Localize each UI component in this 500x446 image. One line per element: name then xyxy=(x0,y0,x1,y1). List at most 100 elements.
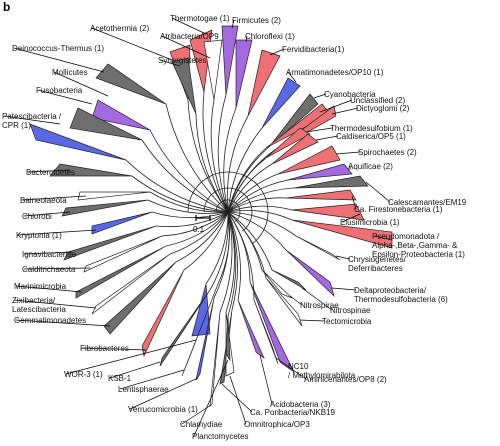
clade-wedge-tectomicrobia xyxy=(265,277,303,327)
clade-label-fibrobacteres: Fibrobacteres xyxy=(80,344,129,353)
clade-label-fervidibacteria-1: Fervidibacteria(1) xyxy=(282,45,345,54)
tree-branch-fervidibacteria-1 xyxy=(226,115,249,213)
clade-wedge-nitrospirae xyxy=(261,269,293,299)
leader-line-lentisphaerae xyxy=(119,369,185,390)
clade-label-gemmatimonadetes: Gemmatimonadetes xyxy=(14,316,87,325)
leader-line-planctomycetes xyxy=(193,359,229,437)
clade-wedge-aminicenantes-op8-2 xyxy=(253,299,279,365)
leader-line-spirochaetes-2 xyxy=(335,151,361,155)
tree-branch-balneolaeota xyxy=(149,191,229,213)
clade-wedge-spirochaetes-2 xyxy=(277,145,341,175)
clade-label-aquificae-2: Aquificae (2) xyxy=(348,162,393,171)
clade-label-firmicutes-2: Firmicutes (2) xyxy=(232,16,281,25)
leader-line-nitrospinae xyxy=(301,287,333,311)
leader-line-bacteroidetes xyxy=(27,169,71,173)
clade-label-dictyoglomi-2: Dictyoglomi (2) xyxy=(356,104,410,113)
panel-label: b xyxy=(3,0,11,14)
clade-label-mollicutes: Mollicutes xyxy=(52,68,88,77)
leader-line-pseudomonadota xyxy=(373,235,393,241)
tree-branch-planctomycetes xyxy=(227,211,237,317)
clade-label-chlamydiae: Chlamydiae xyxy=(180,420,223,429)
leader-line-elusimicrobia-1 xyxy=(341,213,361,223)
clade-label-acidobacteria-3: Acidobacteria (3) xyxy=(270,400,331,409)
leader-line-armatimonadetes-op10-1 xyxy=(287,71,297,83)
tree-branch-spirochaetes-2 xyxy=(227,173,279,213)
clade-label-synergistetes: Synergistetes xyxy=(158,56,207,65)
clade-label-chlorobi: Chlorobi xyxy=(22,212,52,221)
leader-line-ksb-1 xyxy=(109,361,161,379)
leader-line-gemmatimonadetes xyxy=(15,319,111,327)
clade-wedge-elusimicrobia-1 xyxy=(291,203,365,221)
clade-label-ca-poribacteria-nkb19: Ca. Poribacteria/NKB19 xyxy=(250,408,335,417)
clade-wedge-atribacteria-op9 xyxy=(203,39,223,101)
leader-line-fibrobacteres xyxy=(81,347,147,351)
leader-line-deltaproteobacteria xyxy=(331,287,357,291)
clade-label-bacteroidetes: Bacteroidetes xyxy=(26,168,75,177)
clade-label-patescibacteria: Patescibacteria / CPR (1) xyxy=(2,112,62,130)
leader-line-calditrichaeota xyxy=(23,267,91,270)
clade-wedge-deltaproteobacteria xyxy=(285,249,335,298)
clade-label-chloroflexi-1: Chloroflexi (1) xyxy=(245,32,295,41)
clade-wedge-patescibacteria xyxy=(29,123,127,161)
leader-line-marinimicrobia xyxy=(15,285,83,293)
tree-branch-thermotogae-1 xyxy=(202,91,229,213)
tree-backbone-0 xyxy=(215,199,241,222)
tree-branch-deltaproteobacteria xyxy=(227,211,287,251)
clade-wedge-aquificae-2 xyxy=(287,163,353,181)
leader-line-zixibacteria xyxy=(13,299,97,309)
tree-backbone-1 xyxy=(203,187,253,232)
tree-branch-caldiserica-op5-1 xyxy=(227,163,273,213)
leader-line-calescamantes-em19 xyxy=(365,181,391,203)
tree-branch-verrucomicrobia-1 xyxy=(213,211,230,299)
scale-bar xyxy=(195,215,211,221)
clade-label-aminicenantes-op8-2: Aminicenantes/OP8 (2) xyxy=(304,375,387,384)
clade-label-planctomycetes: Planctomycetes xyxy=(192,432,249,441)
clade-wedge-fibrobacteres xyxy=(141,269,185,358)
clade-wedge-mollicutes xyxy=(91,99,151,131)
tree-branch-wor-3-1 xyxy=(205,211,229,285)
leader-line-acidobacteria-3 xyxy=(259,354,273,405)
clade-wedge-ksb-1 xyxy=(159,289,211,367)
tree-backbone-2 xyxy=(187,171,269,245)
leader-line-fusobacteria xyxy=(37,89,93,105)
tree-branch-acetothermia-2 xyxy=(187,99,229,213)
clade-label-thermotogae-1: Thermotogae (1) xyxy=(170,14,230,23)
clade-label-thermodesulfobium-1: Thermodesulfobium (1) xyxy=(330,124,413,133)
clade-wedge-nitrospinae xyxy=(271,269,307,291)
leader-line-ignavibacteriae xyxy=(23,251,73,255)
clade-label-fusobacteria: Fusobacteria xyxy=(36,86,83,95)
leader-line-mollicutes xyxy=(53,71,109,97)
clade-label-ksb-1: KSB-1 xyxy=(108,374,132,383)
clade-label-armatimonadetes-op10-1: Armatimonadetes/OP10 (1) xyxy=(286,68,384,77)
clade-label-acetothermia-2: Acetothermia (2) xyxy=(90,24,150,33)
clade-label-marinimicrobia: Marinimicrobia xyxy=(14,282,67,291)
clade-wedge-synergistetes xyxy=(171,57,197,115)
leader-line-wor-3-1 xyxy=(65,339,197,375)
tree-branch-unclassified-2 xyxy=(227,147,267,213)
leader-line-atribacteria-op9 xyxy=(161,35,211,59)
clade-label-nitrospinae: Nitrospinae xyxy=(330,306,371,315)
leader-line-patescibacteria xyxy=(3,115,61,125)
tree-branch-aquificae-2 xyxy=(227,179,289,213)
tree-branch-calditrichaeota xyxy=(161,211,229,237)
leader-line-ca-firestonebacteria-1 xyxy=(351,195,357,210)
clade-label-omnitrophica-op3: Omnitrophica/OP3 xyxy=(244,420,310,429)
clade-wedge-chlamydiae xyxy=(209,311,221,407)
leader-line-aminicenantes-op8-2 xyxy=(275,357,307,380)
tree-branch-ca-firestonebacteria-1 xyxy=(227,197,287,213)
tree-branch-chlorobi xyxy=(147,199,229,214)
clade-wedge-calditrichaeota xyxy=(83,235,163,273)
clade-label-ca-firestonebacteria-1: Ca. Firestonebacteria (1) xyxy=(354,205,443,214)
clade-label-spirochaetes-2: Spirochaetes (2) xyxy=(358,148,417,157)
tree-branch-acidobacteria-3 xyxy=(227,211,241,301)
scale-bar-label: 0.1 xyxy=(193,225,205,234)
tree-branch-pseudomonadota xyxy=(227,210,293,221)
clade-label-lentisphaerae: Lentisphaerae xyxy=(118,385,169,394)
leader-line-kryptonia-1 xyxy=(17,229,97,236)
leader-line-chlorobi xyxy=(23,211,71,217)
clade-label-deinococcus-thermus-1: Deinococcus-Thermus (1) xyxy=(12,44,105,53)
clade-label-unclassified-2: Unclassified (2) xyxy=(350,96,406,105)
clade-label-atribacteria-op9: Atribacteria/OP9 xyxy=(160,32,219,41)
tree-branch-zixibacteria xyxy=(169,211,229,255)
leader-line-chrysiogenetes xyxy=(335,255,351,260)
